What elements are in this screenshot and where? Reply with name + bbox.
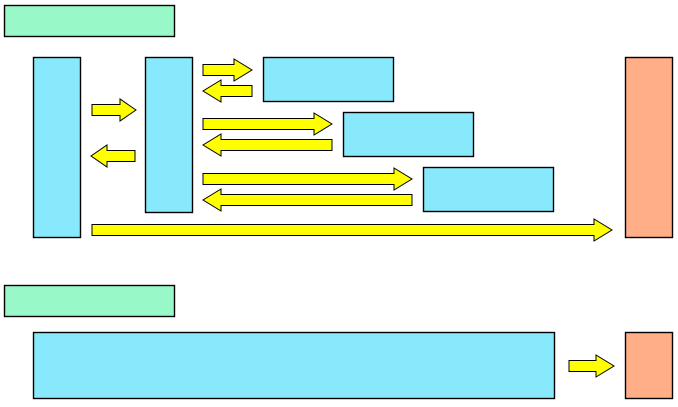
top-hub-box [144,56,194,214]
bottom-wide-box [32,331,556,400]
top-target-box [624,56,674,239]
diagram-boxes [3,4,674,400]
top-stage-3-box [422,166,555,213]
top-stage-1-box [262,56,395,103]
arrow-source-to-hub [91,98,137,122]
arrow-hub-to-stage-3 [202,167,413,191]
top-stage-2-box [342,111,475,158]
arrow-hub-to-stage-1 [202,58,253,82]
bottom-target-box [624,331,674,400]
arrow-stage-1-to-hub [202,79,253,103]
arrow-source-to-target [91,218,613,242]
arrow-hub-to-source [90,144,136,168]
diagram-arrows [90,58,615,378]
top-source-box [32,56,82,239]
bottom-label-box [3,284,176,318]
arrow-stage-2-to-hub [202,133,333,157]
arrow-wide-to-target [568,354,615,378]
arrow-hub-to-stage-2 [202,112,333,136]
arrow-stage-3-to-hub [202,188,413,212]
top-label-box [3,4,176,38]
